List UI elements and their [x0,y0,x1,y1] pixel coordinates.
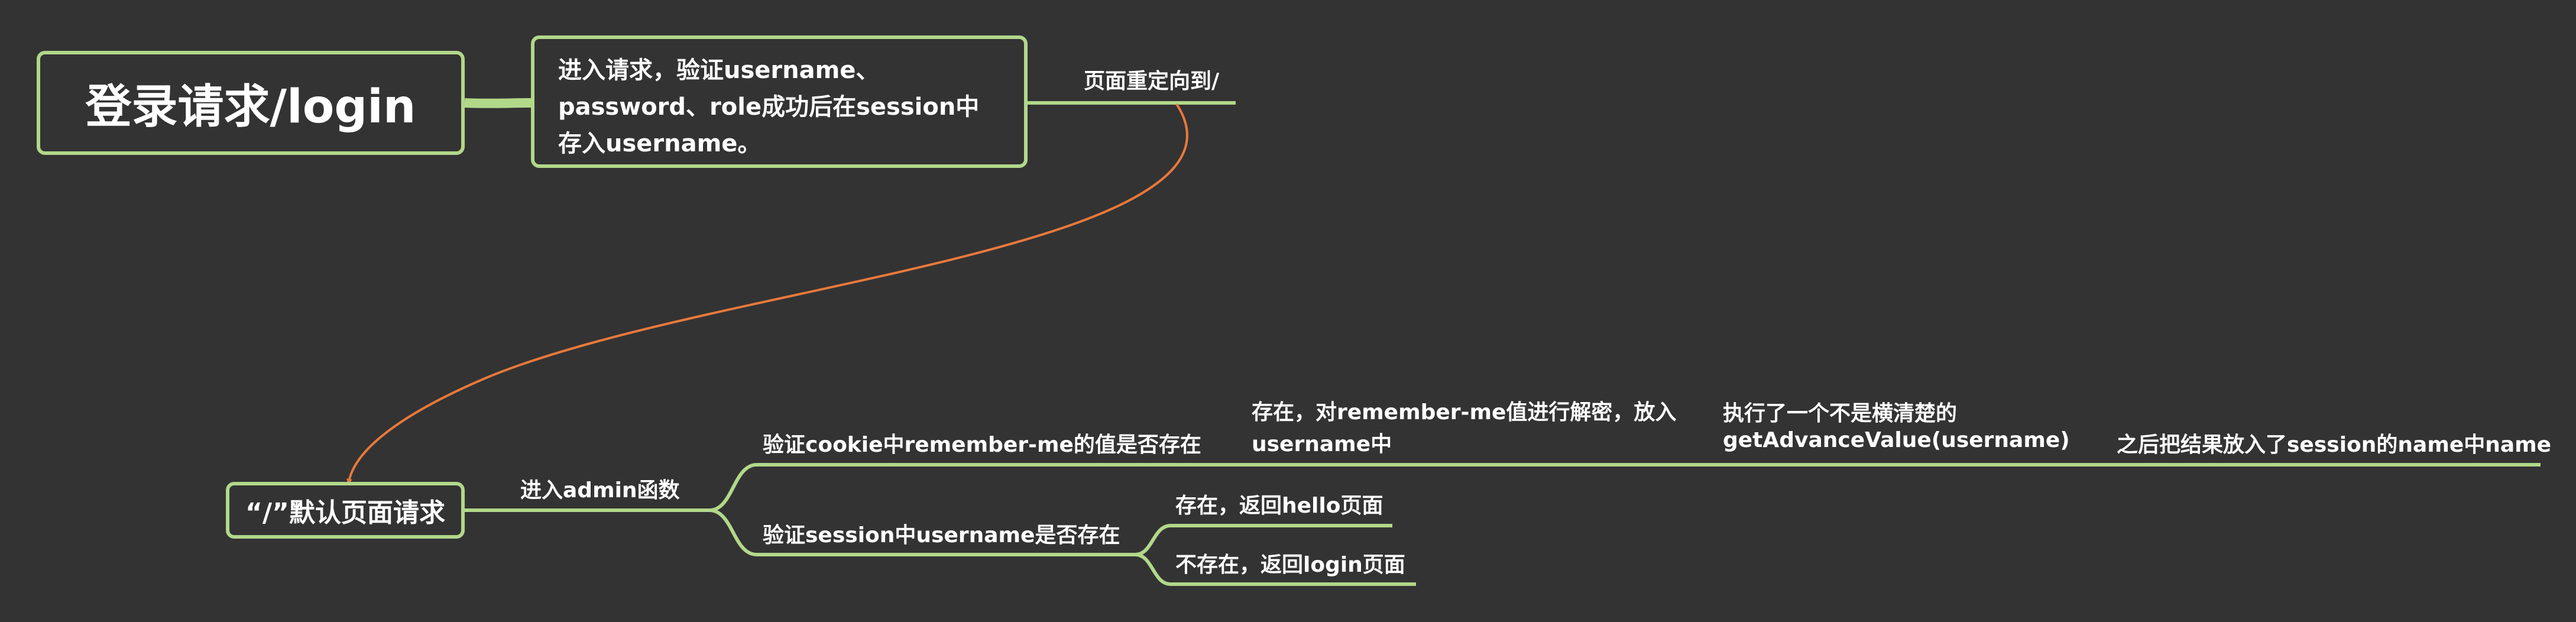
login-description-text: 进入请求，验证username、password、role成功后在session… [558,57,980,157]
cookie-exists-line2: username中 [1252,432,1392,456]
root-login-node[interactable]: 登录请求/login [37,51,465,155]
session-check-label: 验证session中username是否存在 [763,523,1120,548]
session-fork-top [1135,524,1392,556]
redirect-label: 页面重定向到/ [1084,69,1220,93]
redirect-arrow [346,103,1188,485]
admin-fork-top [709,463,757,512]
session-exists-label: 存在，返回hello页面 [1175,494,1383,518]
advance-step-line2: getAdvanceValue(username) [1723,428,2070,452]
home-request-label: “/”默认页面请求 [245,498,445,528]
session-not-exists-label: 不存在，返回login页面 [1175,553,1405,577]
session-fork-bottom [1135,553,1416,586]
cookie-check-label: 验证cookie中remember-me的值是否存在 [763,433,1201,457]
admin-fork-bottom [709,508,757,556]
enter-admin-label: 进入admin函数 [520,478,680,503]
home-request-node[interactable]: “/”默认页面请求 [226,482,465,539]
root-login-label: 登录请求/login [85,80,416,134]
cookie-exists-line1: 存在，对remember-me值进行解密，放入 [1252,400,1677,425]
cookie-result-label: 之后把结果放入了session的name中name [2117,433,2552,457]
login-description-node[interactable]: 进入请求，验证username、password、role成功后在session… [531,35,1028,168]
advance-step-line1: 执行了一个不是横清楚的 [1723,401,1958,426]
